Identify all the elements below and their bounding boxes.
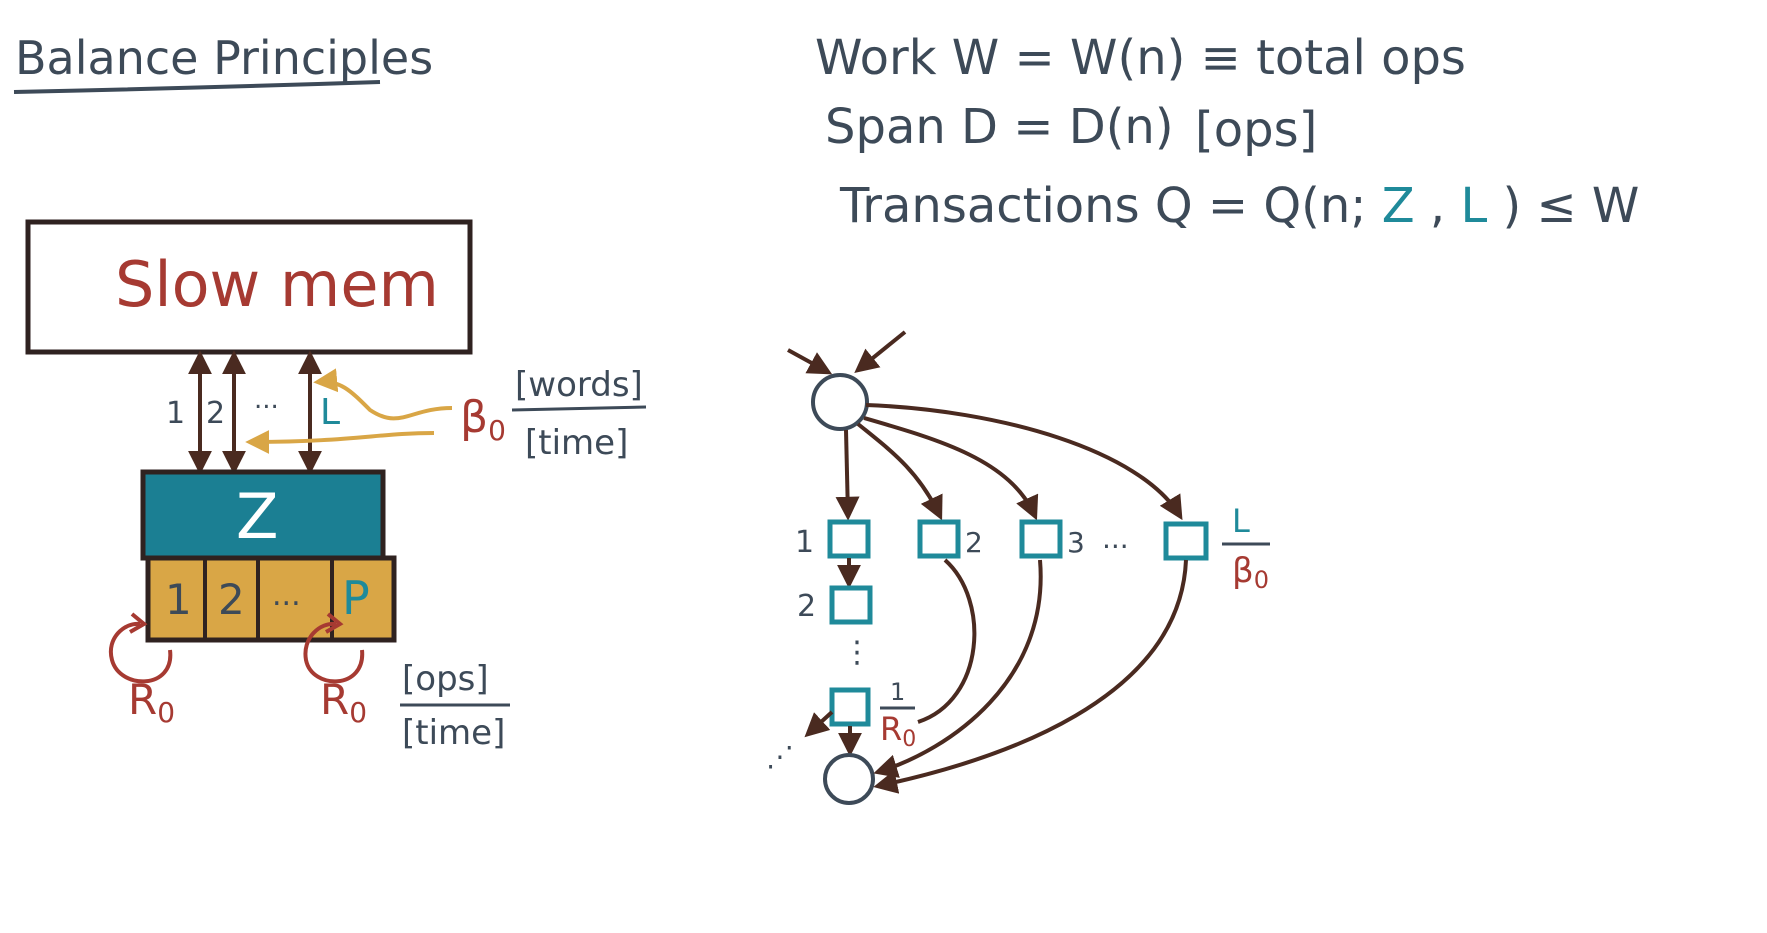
dag-frac-l-den-symbol: β	[1232, 551, 1254, 591]
dag-edge-last-left	[804, 710, 834, 738]
processor-dots-label: ...	[272, 578, 301, 613]
processor-2-label: 2	[218, 575, 245, 624]
beta-symbol: β	[460, 392, 488, 443]
rate-left-label: R0	[128, 675, 175, 729]
rate-right-arrowhead	[325, 612, 344, 634]
dag-frac-r-den-symbol: R	[880, 710, 902, 748]
dag-edge-l-to-sink	[873, 559, 1188, 794]
slow-mem-box	[25, 219, 473, 355]
dag-node-row1-3	[1019, 519, 1063, 559]
beta-arrow-bottom	[245, 429, 435, 454]
dag-edge-source-to-1	[835, 429, 860, 521]
page-title: Balance Principles	[15, 31, 433, 85]
dag-row-label-3: 3	[1067, 526, 1085, 559]
rate-right-loop	[303, 621, 365, 684]
fast-mem-z-label: Z	[236, 480, 278, 553]
span-unit: [ops]	[1195, 102, 1317, 158]
dag-col-dots: ⋮	[842, 635, 872, 670]
transactions-definition: Transactions Q = Q(n; Z , L ) ≤ W	[839, 178, 1639, 234]
channel-1-label: 1	[166, 396, 185, 431]
dag-row-label-dots: ...	[1102, 522, 1129, 555]
rate-left-symbol: R	[128, 675, 157, 724]
transactions-comma: ,	[1430, 178, 1445, 234]
rate-right-label: R0	[320, 675, 367, 729]
dag-edge-source-to-3	[863, 416, 1039, 521]
dag-edge-source-to-l	[865, 403, 1183, 521]
transactions-z: Z	[1382, 178, 1415, 234]
dag-frac-r-num: 1	[890, 678, 905, 706]
span-definition: Span D = D(n)	[825, 99, 1174, 155]
dag-frac-r-den-subscript: 0	[902, 727, 916, 752]
processor-row	[145, 555, 397, 643]
rate-numerator: [ops]	[402, 659, 489, 699]
dag-frac-r-den: R0	[880, 710, 916, 752]
beta-label: β0	[460, 392, 506, 447]
dag-node-row2-1	[829, 585, 873, 625]
rate-left-loop	[108, 621, 173, 684]
transactions-l: L	[1460, 178, 1487, 234]
dag-left-dots: ⋰	[766, 740, 794, 773]
channel-2-label: 2	[206, 396, 225, 431]
rate-left-subscript: 0	[157, 696, 175, 729]
dag-node-last-1	[829, 687, 871, 727]
channel-dots-label: ...	[254, 385, 279, 415]
slow-mem-label: Slow mem	[115, 248, 439, 321]
rate-denominator: [time]	[402, 713, 505, 753]
bandwidth-fraction-bar	[511, 405, 647, 412]
beta-arrow-top	[313, 368, 453, 421]
dag-sink-node	[823, 753, 875, 805]
dag-frac-l-num: L	[1232, 502, 1250, 540]
channel-l-label: L	[320, 392, 340, 433]
dag-node-row1-2	[917, 519, 961, 559]
dag-row-label-2: 2	[965, 526, 983, 559]
dag-frac-l-den: β0	[1232, 551, 1269, 594]
dag-input-arrow-1	[787, 348, 833, 375]
title-underline	[13, 80, 381, 94]
rate-right-symbol: R	[320, 675, 349, 724]
processor-p-label: P	[342, 571, 370, 625]
beta-subscript: 0	[488, 414, 506, 447]
transactions-suffix: ) ≤ W	[1502, 178, 1639, 234]
rate-right-subscript: 0	[349, 696, 367, 729]
bandwidth-numerator: [words]	[515, 365, 643, 405]
work-definition: Work W = W(n) ≡ total ops	[815, 30, 1466, 86]
dag-frac-l-den-subscript: 0	[1254, 566, 1269, 594]
rate-left-arrowhead	[129, 612, 148, 634]
transactions-prefix: Transactions Q = Q(n;	[839, 178, 1366, 234]
processor-1-label: 1	[165, 575, 192, 624]
dag-col-label-1: 1	[795, 525, 814, 560]
dag-node-row1-1	[827, 519, 871, 559]
dag-edge-source-to-2	[856, 422, 943, 521]
dag-edge-3-to-sink	[873, 559, 1043, 778]
dag-edge-2-to-sink	[917, 558, 977, 724]
dag-source-node	[811, 373, 869, 431]
dag-input-arrow-2	[854, 330, 907, 374]
dag-col-label-2: 2	[797, 589, 816, 624]
dag-node-row1-l	[1163, 521, 1209, 561]
bandwidth-denominator: [time]	[525, 423, 628, 463]
